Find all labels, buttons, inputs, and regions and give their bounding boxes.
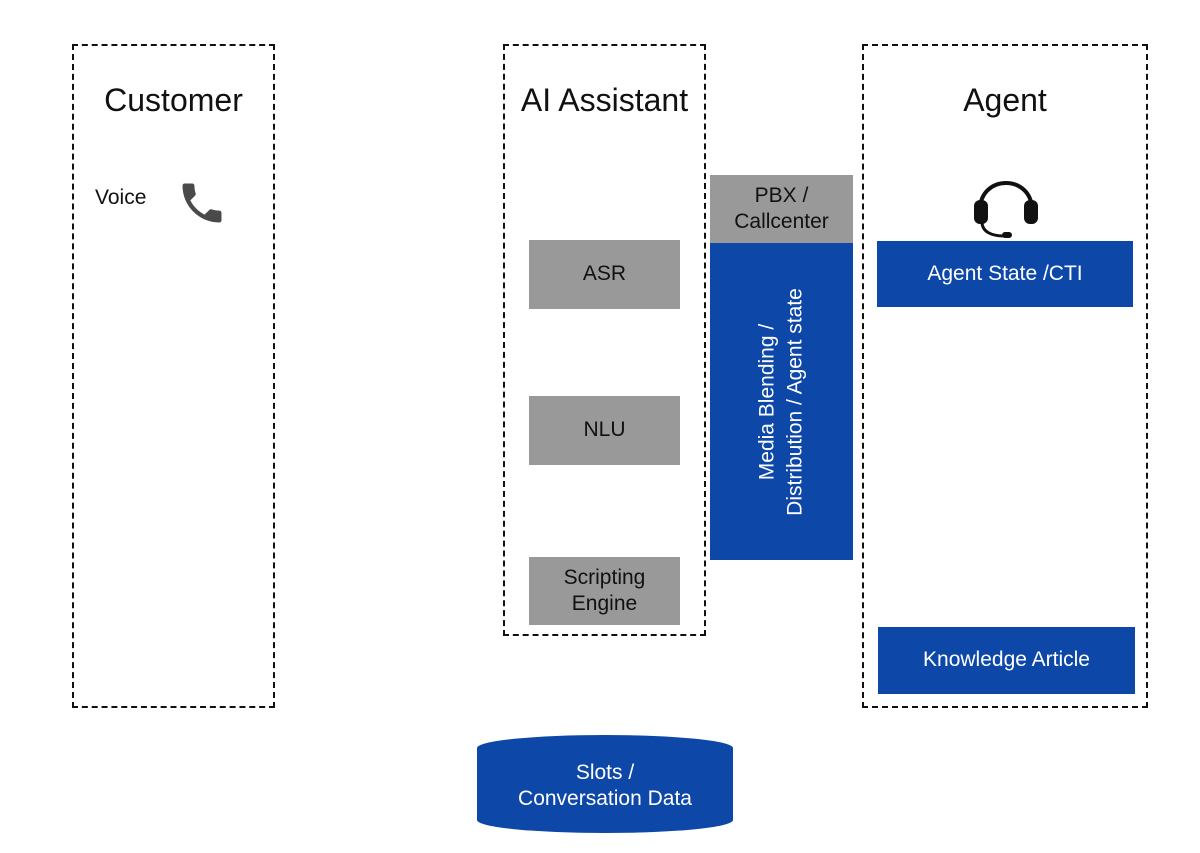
media-blending-box: Media Blending / Distribution / Agent st… [710,243,853,560]
slots-label-line1: Slots / [575,760,635,784]
agent-zone: Agent [862,44,1148,708]
voice-label: Voice [95,186,147,209]
agent-state-cti-box: Agent State /CTI [877,241,1133,307]
media-blending-label-line2: Distribution / Agent state [783,287,807,516]
scripting-engine-label-line2: Engine [571,592,638,615]
nlu-label: NLU [583,418,626,442]
slots-label-line2: Conversation Data [518,787,692,810]
ai-assistant-zone: AI Assistant [503,44,706,636]
scripting-engine-box: Scripting Engine [529,557,680,625]
nlu-box: NLU [529,396,680,465]
knowledge-article-label: Knowledge Article [923,648,1090,672]
media-blending-label-line1: Media Blending / [755,323,779,480]
pbx-label-line1: PBX / [754,183,809,207]
asr-box: ASR [529,240,680,309]
slots-database-cylinder [477,735,733,833]
media-blending-label: Media Blending / Distribution / Agent st… [753,288,810,516]
phone-icon [182,183,222,223]
pbx-label-line2: Callcenter [734,210,829,233]
scripting-engine-label-line1: Scripting [563,565,646,589]
pbx-callcenter-box: PBX / Callcenter [710,175,853,243]
customer-zone: Customer Voice [72,44,275,708]
ai-assistant-title: AI Assistant [520,82,689,118]
agent-state-cti-label: Agent State /CTI [927,261,1083,285]
headset-icon [974,181,1038,238]
agent-title: Agent [963,82,1047,118]
slots-label: Slots / Conversation Data [476,748,734,824]
customer-title: Customer [104,82,243,118]
knowledge-article-box: Knowledge Article [878,627,1135,694]
asr-label: ASR [582,262,627,286]
